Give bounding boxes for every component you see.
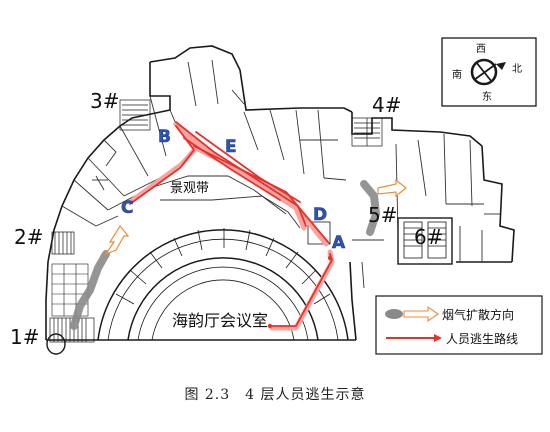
hall-label: 海韵厅会议室 — [172, 311, 268, 330]
legend-smoke-arrow — [403, 305, 439, 323]
legend-box: 烟气扩散方向 人员逃生路线 — [375, 295, 543, 355]
exit-label-b: B — [158, 127, 171, 147]
legend-smoke-icon — [385, 309, 403, 319]
exit-labels: A B C D E — [121, 127, 347, 254]
compass-icon — [470, 58, 498, 86]
stairwell-3 — [119, 99, 151, 131]
stair-label-6: 6# — [414, 225, 443, 249]
stair-label-5: 5# — [368, 203, 397, 227]
exit-label-d: D — [313, 205, 327, 225]
smoke-arrow-west — [104, 224, 130, 256]
stair-label-1: 1# — [10, 325, 39, 349]
stair-label-4: 4# — [372, 93, 401, 117]
smoke-path-west — [70, 250, 110, 330]
building-walls — [45, 45, 515, 341]
smoke-arrow-east — [377, 178, 407, 198]
conference-hall — [97, 228, 349, 341]
evacuation-routes — [127, 121, 335, 331]
exit-label-e: E — [225, 137, 237, 157]
stairwell-1 — [46, 317, 95, 355]
route-b-to-d — [175, 121, 307, 227]
smoke-path-east — [360, 180, 380, 236]
room-partitions — [61, 59, 500, 289]
stair-label-3: 3# — [90, 89, 119, 113]
compass-west: 西 — [476, 44, 486, 55]
compass-east: 东 — [482, 90, 492, 103]
stairwell-4 — [351, 117, 383, 147]
route-hall-to-a — [269, 253, 333, 327]
compass-box: 西 南 北 东 — [441, 37, 537, 107]
legend-route-label: 人员逃生路线 — [446, 331, 518, 346]
exit-label-a: A — [332, 233, 346, 253]
hall-seating-ticks — [115, 228, 331, 305]
exit-label-c: C — [121, 198, 133, 218]
legend-smoke-label: 烟气扩散方向 — [442, 307, 514, 322]
compass-south: 南 — [452, 68, 462, 81]
smoke-arrows — [104, 178, 407, 256]
compass-north: 北 — [512, 63, 522, 75]
stair-labels: 1# 2# 3# 4# 5# 6# — [10, 89, 443, 349]
figure-caption: 图 2.3 4 层人员逃生示意 — [184, 387, 366, 403]
stair-label-2: 2# — [14, 225, 43, 249]
stairwell-6 — [397, 217, 453, 265]
view-belt-label: 景观带 — [170, 181, 209, 196]
stairwell-2 — [51, 231, 75, 255]
route-e-to-a — [193, 145, 329, 243]
smoke-spread — [70, 180, 380, 330]
